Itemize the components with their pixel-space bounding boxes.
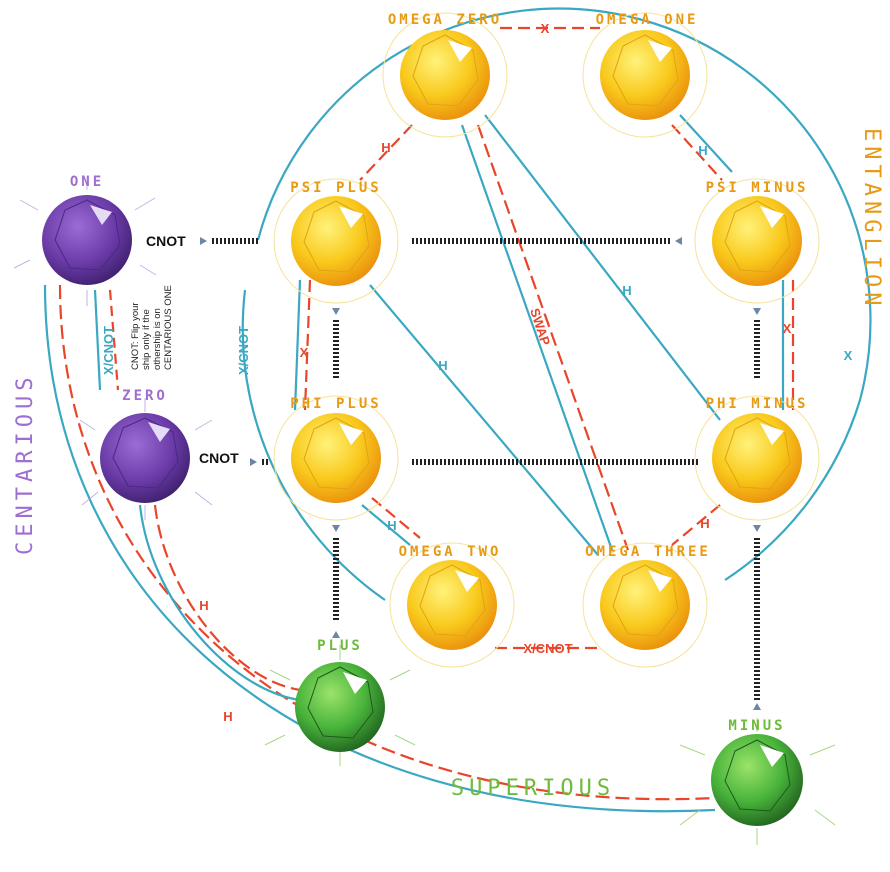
label-omega-one: OMEGA ONE [596,12,699,28]
cnot-label-one: CNOT [146,233,186,249]
edge-label-x-cnot-bottom: X/CNOT [523,641,572,656]
edge-label-h-right: H [622,283,631,298]
planet-one [13,176,157,306]
label-psi-plus: PSI PLUS [290,180,381,196]
label-omega-zero: OMEGA ZERO [388,12,502,28]
planet-plus [264,645,416,766]
planet-minus [679,718,836,845]
region-superious: SUPERIOUS [451,776,615,801]
edge-label-h-zero-plus: H [199,598,208,613]
label-omega-three: OMEGA THREE [585,544,711,560]
planet-zero [79,398,213,520]
planet-phi-minus [694,395,820,521]
edge-label-x-cnot-left: X/CNOT [236,326,251,375]
label-one: ONE [70,174,104,190]
label-psi-minus: PSI MINUS [706,180,809,196]
cnot-note: CNOT: Flip your ship only if the othersh… [130,285,174,370]
label-plus: PLUS [317,638,363,654]
node-labels: ONE ZERO OMEGA ZERO OMEGA ONE PSI PLUS P… [70,12,809,734]
edge-label-h-phi-omega-two: H [387,518,396,533]
label-omega-two: OMEGA TWO [399,544,502,560]
inner-edges [293,26,795,650]
planet-omega-three [582,542,708,668]
edge-label-h-one-minus: H [223,709,232,724]
edge-label-h-psi-minus: H [698,143,707,158]
edge-label-h-psi-plus: H [381,140,390,155]
entanglion-ring [241,7,872,601]
edge-label-x-cnot-purple: X/CNOT [101,326,116,375]
region-entanglion: ENTANGLION [859,128,884,310]
cnot-label-zero: CNOT [199,450,239,466]
note-line-1: CNOT: Flip your [130,302,141,370]
edge-label-x-top: X [541,21,550,36]
region-labels: CENTARIOUS SUPERIOUS ENTANGLION [13,128,884,801]
outer-arcs [43,284,716,813]
edge-label-swap: SWAP [527,306,553,347]
region-centarious: CENTARIOUS [13,373,38,555]
cnot-labels: CNOT CNOT [146,233,239,466]
edge-label-x-psi-phi-minus: X [783,321,792,336]
label-phi-minus: PHI MINUS [706,396,809,412]
cnot-bars [200,237,761,710]
planet-psi-plus [273,178,399,304]
planet-phi-plus [273,395,399,521]
note-line-4: CENTARIOUS ONE [163,285,174,370]
planet-omega-two [389,542,515,668]
label-minus: MINUS [728,718,785,734]
planet-omega-one [582,12,708,138]
planet-psi-minus [694,178,820,304]
planet-omega-zero [382,12,508,138]
label-zero: ZERO [122,388,168,404]
note-line-3: othership is on [152,308,163,370]
edge-label-x-ring: X [844,348,853,363]
note-line-2: ship only if the [141,309,152,370]
edge-label-h-center: H [438,358,447,373]
planets [13,12,836,845]
edge-label-h-phi-omega-three: H [700,516,709,531]
edge-label-x-psi-phi-plus: X [300,345,309,360]
label-phi-plus: PHI PLUS [290,396,381,412]
